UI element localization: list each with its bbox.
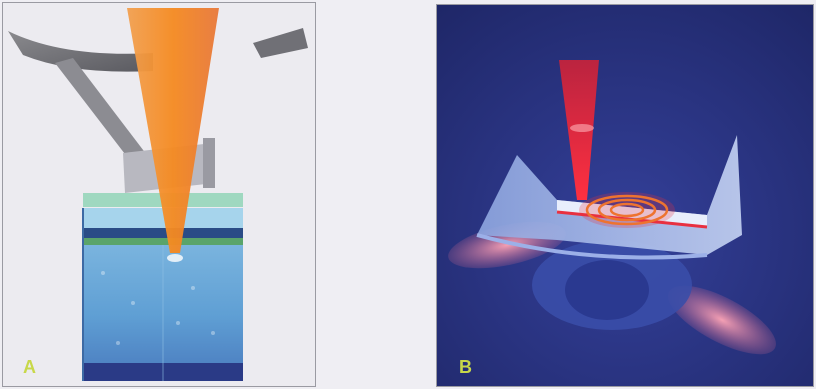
tissue-block: [83, 208, 243, 381]
laser-eye-interface-illustration: [437, 5, 813, 386]
panel-label-b: B: [459, 357, 472, 378]
focal-point: [167, 254, 183, 262]
figure-panel-b: B: [436, 4, 814, 387]
figure-panel-a: A: [2, 2, 316, 387]
iris: [565, 260, 649, 320]
panel-label-a: A: [23, 357, 36, 378]
laser-cornea-illustration: [3, 3, 315, 386]
